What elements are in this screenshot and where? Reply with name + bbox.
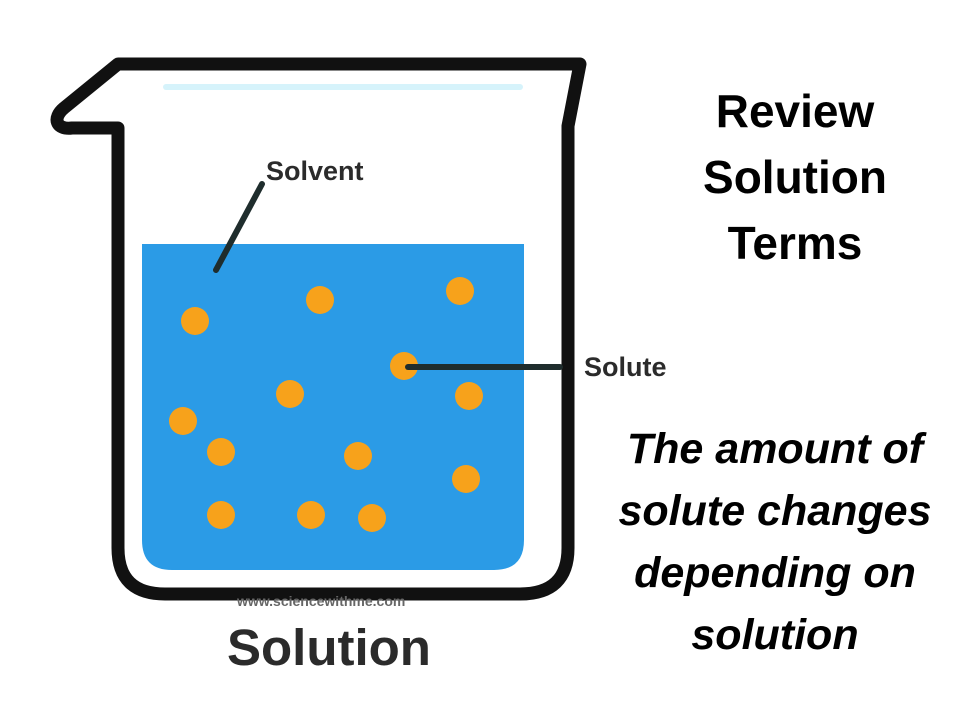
- solute-particle: [207, 438, 235, 466]
- solute-particle: [207, 501, 235, 529]
- solute-particle: [358, 504, 386, 532]
- solute-particle: [297, 501, 325, 529]
- rim-highlight: [163, 84, 523, 90]
- solute-particle: [276, 380, 304, 408]
- solute-particle: [455, 382, 483, 410]
- solute-label: Solute: [584, 352, 667, 382]
- slide-title-line: Terms: [727, 217, 863, 269]
- slide-body-line: The amount of: [626, 425, 924, 473]
- solute-particle: [446, 277, 474, 305]
- solution-caption: Solution: [227, 619, 431, 676]
- slide-title: Review Solution Terms: [640, 78, 950, 276]
- slide-body-line: solution: [691, 611, 859, 659]
- slide-body-line: solute changes: [618, 487, 932, 535]
- watermark: www.sciencewithme.com: [236, 593, 405, 609]
- solute-particle: [344, 442, 372, 470]
- solute-particle: [306, 286, 334, 314]
- slide-body-text: The amount of solute changes depending o…: [590, 418, 960, 666]
- slide-body-line: depending on: [634, 549, 916, 597]
- solute-particle: [452, 465, 480, 493]
- solute-particle: [390, 352, 418, 380]
- slide-title-line: Review: [715, 85, 875, 137]
- solvent-liquid: [142, 244, 524, 570]
- slide-title-line: Solution: [703, 151, 887, 203]
- solute-particle: [181, 307, 209, 335]
- solute-particles: [169, 277, 483, 532]
- solvent-pointer: [213, 181, 265, 273]
- solvent-label: Solvent: [266, 156, 364, 186]
- solute-particle: [169, 407, 197, 435]
